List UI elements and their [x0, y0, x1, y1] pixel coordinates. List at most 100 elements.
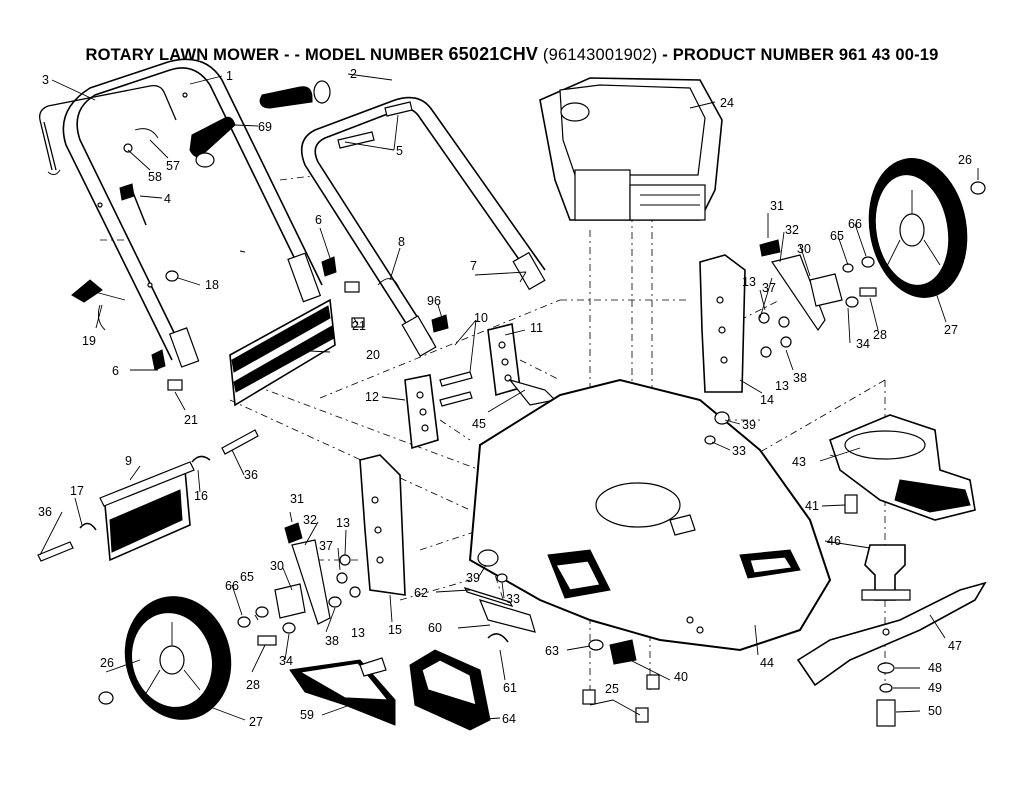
engine: [539, 77, 723, 221]
springs-and-rods: [37, 429, 259, 562]
callout-27-right: 27: [944, 323, 958, 337]
callout-2: 2: [350, 67, 357, 81]
callout-37-right: 37: [762, 281, 776, 295]
callout-24: 24: [720, 96, 734, 110]
callout-11: 11: [530, 321, 543, 335]
callout-65-right: 65: [830, 229, 844, 243]
height-brackets: [404, 314, 557, 450]
callout-58: 58: [148, 170, 162, 184]
callout-21-a: 21: [352, 319, 366, 333]
callout-50: 50: [928, 704, 942, 718]
callout-26-left: 26: [100, 656, 114, 670]
serial-number: (96143001902): [542, 46, 658, 64]
callout-33-left: 33: [506, 592, 520, 606]
callout-34-right: 34: [856, 337, 870, 351]
model-number: 65021CHV: [448, 44, 539, 64]
callout-64: 64: [502, 712, 516, 726]
callout-26-right: 26: [958, 153, 972, 167]
callout-66-left: 66: [225, 579, 239, 593]
callout-96: 96: [427, 294, 441, 308]
callout-46: 46: [827, 534, 841, 548]
operator-bail: [39, 84, 177, 175]
hose-set: [189, 80, 331, 168]
upper-handle: [62, 58, 323, 368]
callout-39-left: 39: [466, 571, 480, 585]
callout-13-d: 13: [351, 626, 365, 640]
callout-20: 20: [366, 348, 380, 362]
callout-30-left: 30: [270, 559, 284, 573]
callout-37-left: 37: [319, 539, 333, 553]
callout-25: 25: [605, 682, 619, 696]
callout-45: 45: [472, 417, 486, 431]
callout-44: 44: [760, 656, 774, 670]
lower-handle: [300, 96, 546, 357]
callout-13-c: 13: [336, 516, 350, 530]
callout-31-left: 31: [290, 492, 304, 506]
callout-40: 40: [674, 670, 688, 684]
callout-36-left: 36: [38, 505, 52, 519]
callout-33-right: 33: [732, 444, 746, 458]
callout-9: 9: [125, 454, 132, 468]
front-wheel-left: [98, 596, 232, 720]
callout-19: 19: [82, 334, 96, 348]
callout-38-left: 38: [325, 634, 339, 648]
callout-57: 57: [166, 159, 180, 173]
callout-32-right: 32: [785, 223, 799, 237]
callout-27-left: 27: [249, 715, 263, 729]
callout-41: 41: [805, 499, 819, 513]
handle-hardware: [71, 101, 413, 391]
mower-blade: [796, 581, 987, 727]
callout-6-right: 6: [315, 213, 322, 227]
callout-36-right: 36: [244, 468, 258, 482]
rear-flap: [99, 461, 195, 562]
callout-47: 47: [948, 639, 962, 653]
blade-baffle: [829, 414, 976, 601]
callout-14: 14: [760, 393, 774, 407]
callout-10: 10: [474, 311, 488, 325]
callout-59: 59: [300, 708, 314, 722]
discharge-covers: [289, 649, 491, 731]
callout-15: 15: [388, 623, 402, 637]
callout-4: 4: [164, 192, 171, 206]
callout-1: 1: [226, 69, 233, 83]
callout-30-right: 30: [797, 242, 811, 256]
callout-8: 8: [398, 235, 405, 249]
callout-12: 12: [365, 390, 379, 404]
callout-numbers: 1 2 3 4 5 6 6 7 8 9 10 11 12 13 13 13 13…: [38, 67, 972, 729]
callout-18: 18: [205, 278, 219, 292]
callout-21-b: 21: [184, 413, 198, 427]
callout-38-right: 38: [793, 371, 807, 385]
callout-5: 5: [396, 144, 403, 158]
callout-62: 62: [414, 586, 428, 600]
mower-deck: [468, 378, 832, 652]
rear-wheel-right: [759, 158, 986, 332]
callout-39-right: 39: [742, 418, 756, 432]
leader-lines: [39, 73, 979, 721]
callout-43: 43: [792, 455, 806, 469]
page-title: ROTARY LAWN MOWER - - MODEL NUMBER 65021…: [0, 44, 1024, 65]
callout-16: 16: [194, 489, 208, 503]
callout-31-right: 31: [770, 199, 784, 213]
callout-28-left: 28: [246, 678, 260, 692]
callout-32-left: 32: [303, 513, 317, 527]
left-height-bracket: [328, 454, 406, 608]
callout-61: 61: [503, 681, 517, 695]
title-prefix: ROTARY LAWN MOWER - - MODEL NUMBER: [85, 46, 444, 64]
callout-48: 48: [928, 661, 942, 675]
deck-hardware: [463, 411, 730, 723]
rear-shield-rod: [229, 298, 336, 407]
product-number: - PRODUCT NUMBER 961 43 00-19: [662, 46, 939, 64]
left-wheel-arm: [237, 522, 331, 646]
callout-13-b: 13: [775, 379, 789, 393]
callout-3: 3: [42, 73, 49, 87]
callout-60: 60: [428, 621, 442, 635]
callout-13-a: 13: [742, 275, 756, 289]
callout-49: 49: [928, 681, 942, 695]
callout-66-right: 66: [848, 217, 862, 231]
callout-7: 7: [470, 259, 477, 273]
callout-6-left: 6: [112, 364, 119, 378]
callout-69: 69: [258, 120, 272, 134]
right-height-bracket: [699, 254, 792, 393]
